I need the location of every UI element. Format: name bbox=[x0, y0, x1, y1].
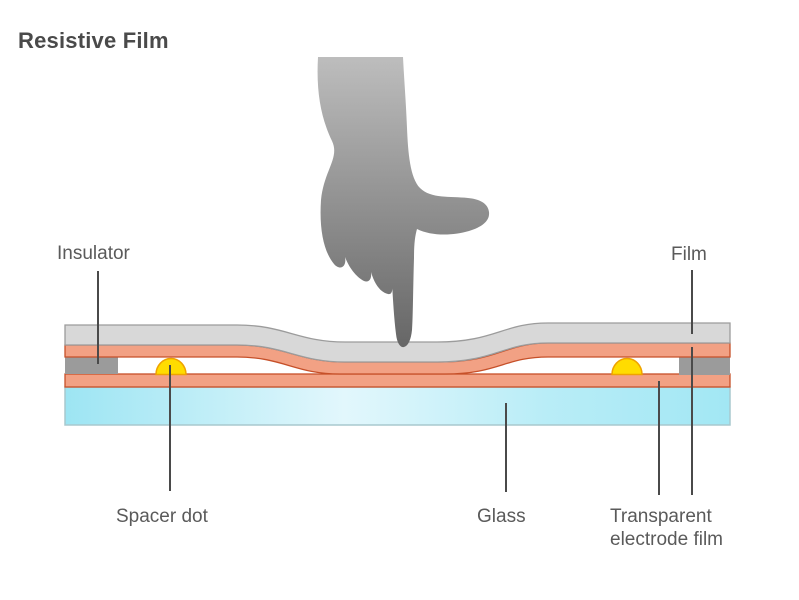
lower-electrode-layer bbox=[64, 373, 731, 388]
spacer-dot-right bbox=[611, 357, 643, 376]
glass-layer bbox=[64, 386, 731, 426]
page-title: Resistive Film bbox=[18, 28, 169, 53]
spacer-dot-label: Spacer dot bbox=[116, 506, 208, 527]
insulator-block-left bbox=[65, 356, 118, 374]
transparent-electrode-film-label: Transparent electrode film bbox=[610, 506, 723, 550]
glass-label: Glass bbox=[477, 506, 526, 527]
film-label: Film bbox=[671, 244, 707, 265]
insulator-label: Insulator bbox=[57, 243, 130, 264]
film-layer bbox=[64, 322, 731, 363]
insulator-block-right bbox=[679, 355, 730, 375]
pointing-hand-icon bbox=[317, 57, 490, 348]
